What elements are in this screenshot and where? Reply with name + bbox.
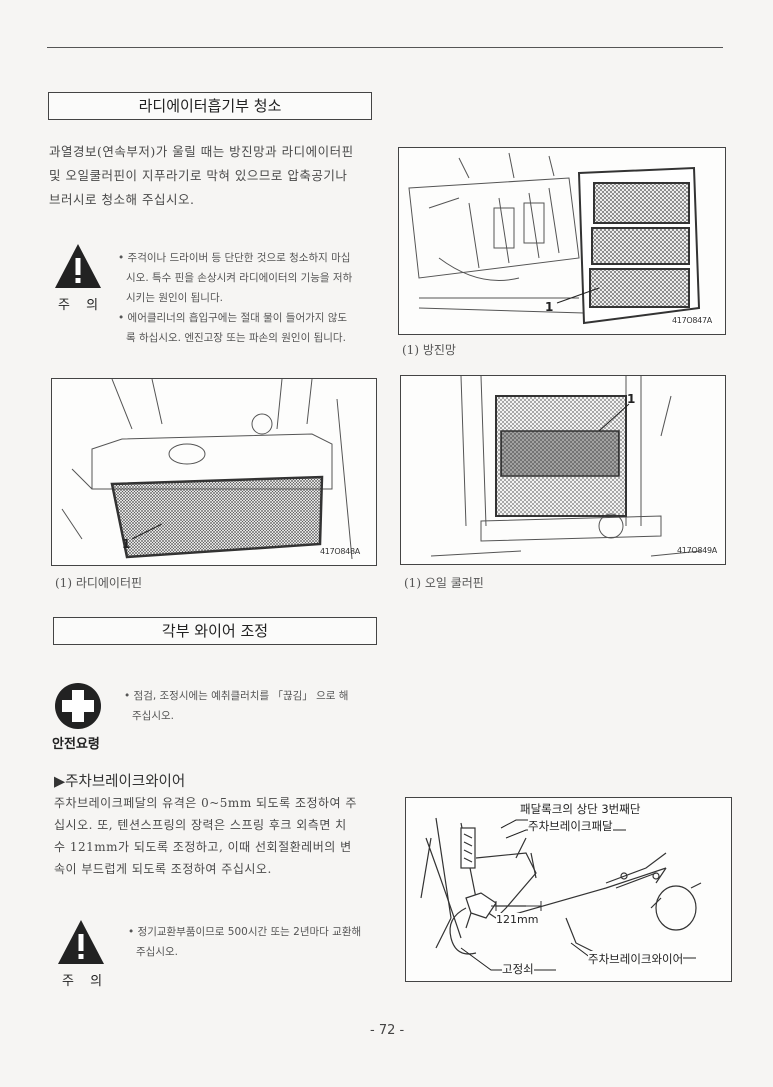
safety-line: • 점검, 조정시에는 예취클러치를 「끊김」 으로 해 [124,690,349,702]
brake-label-clamp: 고정쇠 [502,961,534,977]
body-line: 십시오. 또, 텐션스프링의 장력은 스프링 후크 외측면 치 [54,818,347,832]
warning-line: • 정기교환부품이므로 500시간 또는 2년마다 교환해 [128,926,362,938]
parking-brake-paragraph: 주차브레이크페달의 유격은 0~5mm 되도록 조정하여 주 십시오. 또, 텐… [54,792,384,880]
figure-caption: (1) 오일 쿨러핀 [404,576,484,590]
intro-line: 및 오일쿨러핀이 지푸라기로 막혀 있으므로 압축공기나 [49,168,348,183]
warning-line: 록 하십시오. 엔진고장 또는 파손의 원인이 됩니다. [126,332,346,344]
body-line: 주차브레이크페달의 유격은 0~5mm 되도록 조정하여 주 [54,796,357,810]
brake-label-pedal-lock: 패달록크의 상단 3번째단 [520,801,641,817]
intro-paragraph: 과열경보(연속부저)가 울릴 때는 방진망과 라디에이터핀 및 오일쿨러핀이 지… [49,140,389,212]
safety-text: • 점검, 조정시에는 예취클러치를 「끊김」 으로 해 주십시오. [124,686,374,726]
warning-label: 주 의 [58,298,105,313]
figure-code: 417O848A [320,547,360,556]
subheading-parking-brake-wire: ▶주차브레이크와이어 [54,774,186,790]
warning-triangle-icon [56,918,106,966]
figure-caption: (1) 방진망 [402,343,456,357]
brake-label-wire: 주차브레이크와이어 [588,951,684,967]
figure-parking-brake-diagram: 패달록크의 상단 3번째단 주차브레이크패달 121mm 고정쇠 주차브레이크와… [405,797,732,982]
figure-code: 417O849A [677,546,717,555]
warning-line: 주십시오. [136,946,178,958]
brake-dimension: 121mm [496,913,539,926]
figure-callout: 1 [122,537,131,551]
figure-code: 417O847A [671,316,713,325]
warning-label: 주 의 [62,974,109,989]
page-number: - 72 - [370,1023,405,1038]
figure-caption: (1) 라디에이터핀 [55,576,143,590]
warning-triangle-icon [53,242,103,290]
safety-label: 안전요령 [52,737,100,752]
section-title-wire-adjust: 각부 와이어 조정 [53,617,377,645]
safety-plus-icon [54,682,102,730]
top-rule [47,47,723,48]
warning-text: • 주걱이나 드라이버 등 단단한 것으로 청소하지 마십 시오. 특수 핀을 … [118,248,383,348]
figure-radiator-fin: 1 417O848A [51,378,377,566]
figure-oil-cooler-fin: 1 417O849A [400,375,726,565]
warning-line: • 주걱이나 드라이버 등 단단한 것으로 청소하지 마십 [118,252,351,264]
figure-dust-screen: 1 417O847A [398,147,726,335]
intro-line: 브러시로 청소해 주십시오. [49,192,195,207]
section-title-radiator: 라디에이터흡기부 청소 [48,92,372,120]
warning-line: 시오. 특수 핀을 손상시켜 라디에이터의 기능을 저하 [126,272,353,284]
safety-line: 주십시오. [132,710,174,722]
figure-callout: 1 [627,392,636,406]
figure-callout: 1 [545,300,554,314]
warning-line: • 에어클리너의 흡입구에는 절대 물이 들어가지 않도 [118,312,348,324]
body-line: 수 121mm가 되도록 조정하고, 이때 선회절환레버의 변 [54,840,352,854]
intro-line: 과열경보(연속부저)가 울릴 때는 방진망과 라디에이터핀 [49,144,354,159]
brake-label-pedal: 주차브레이크패달 [528,818,613,834]
body-line: 속이 부드럽게 되도록 조정하여 주십시오. [54,862,272,876]
warning-line: 시키는 원인이 됩니다. [126,292,223,304]
warning-text: • 정기교환부품이므로 500시간 또는 2년마다 교환해 주십시오. [128,922,383,962]
